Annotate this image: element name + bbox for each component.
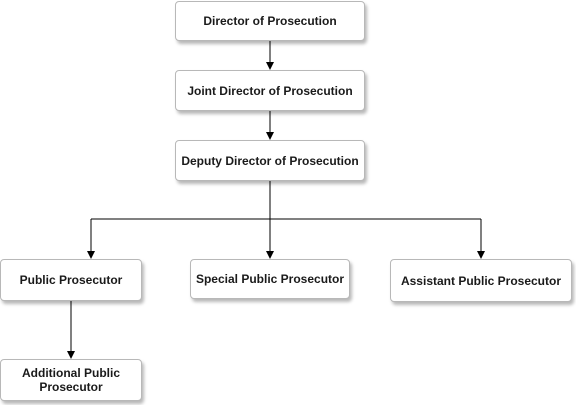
node-public-prosecutor: Public Prosecutor [0, 259, 142, 301]
node-special-public-prosecutor: Special Public Prosecutor [190, 259, 350, 299]
node-joint-director-of-prosecution: Joint Director of Prosecution [175, 70, 365, 111]
node-assistant-public-prosecutor: Assistant Public Prosecutor [390, 259, 572, 302]
node-deputy-director-of-prosecution: Deputy Director of Prosecution [175, 140, 365, 181]
node-additional-public-prosecutor: Additional Public Prosecutor [0, 359, 142, 401]
node-director-of-prosecution: Director of Prosecution [175, 1, 365, 41]
